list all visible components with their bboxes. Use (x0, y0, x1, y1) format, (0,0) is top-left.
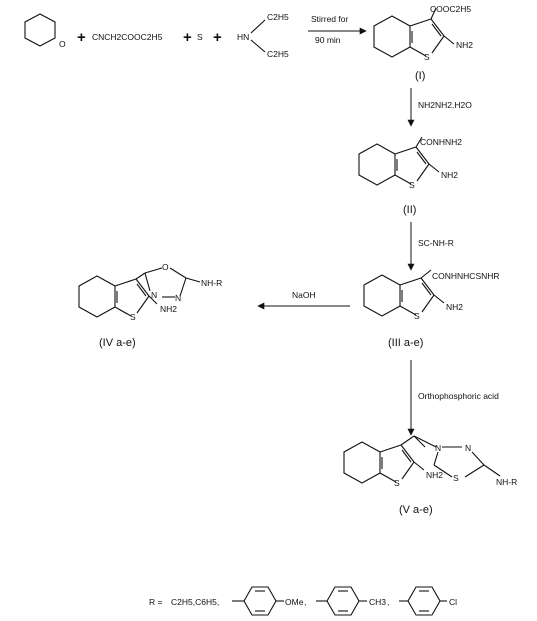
r-group-prefix: R = (149, 597, 163, 607)
compound-II-label: (II) (403, 204, 416, 216)
compound-V-label: (V a-e) (399, 504, 433, 516)
compound-I-amino: NH2 (456, 40, 473, 50)
compound-I-label: (I) (415, 70, 425, 82)
step3-reagent: SC-NH-R (418, 238, 454, 248)
step1-time: 90 min (315, 35, 341, 45)
diethylamine: HN C2H5 C2H5 (237, 12, 289, 59)
compound-III-ring-s: S (414, 311, 420, 321)
compound-V-thiophene-s: S (394, 478, 400, 488)
r-group-substituent: CH3 (369, 597, 386, 607)
compound-II-structure (358, 136, 440, 186)
amine-nh: HN (237, 32, 249, 42)
compound-V-ring-n: N (435, 443, 441, 453)
compound-II-ring-s: S (409, 180, 415, 190)
step2-reagent: NH2NH2.H2O (418, 100, 472, 110)
compound-I-ester: COOC2H5 (430, 4, 471, 14)
r-group-alkyl: C2H5,C6H5, (171, 597, 219, 607)
r-group-separator: , (304, 597, 306, 607)
compound-V-ring-n: N (465, 443, 471, 453)
compound-IV-ring-s: S (130, 312, 136, 322)
compound-V-amino: NH2 (426, 470, 443, 480)
compound-III-structure (363, 269, 445, 317)
plus-sign: + (213, 29, 222, 46)
compound-IV-nh-r: NH-R (201, 278, 222, 288)
tolyl-group (316, 586, 367, 616)
compound-IV-amino: NH2 (160, 304, 177, 314)
thiadiazole-ring (413, 435, 501, 478)
compound-V-ring-s: S (453, 473, 459, 483)
compound-III-side-chain: CONHNHCSNHR (432, 271, 500, 281)
ethyl-group: C2H5 (267, 12, 289, 22)
step4-reagent: NaOH (292, 290, 316, 300)
cyanoacetate-formula: CNCH2COOC2H5 (92, 32, 163, 42)
compound-II-amino: NH2 (441, 170, 458, 180)
compound-I-structure (373, 7, 455, 58)
cyclohexanone: O (24, 13, 66, 49)
compound-IV-ring-n: N (175, 293, 181, 303)
chlorophenyl-group (399, 586, 447, 616)
compound-IV-structure (78, 272, 158, 318)
compound-IV-label: (IV a-e) (99, 337, 136, 349)
methoxyphenyl-group (232, 586, 284, 616)
r-group-separator: , (387, 597, 389, 607)
oxadiazole-ring (144, 267, 201, 298)
sulfur: S (197, 32, 203, 42)
compound-III-label: (III a-e) (388, 337, 423, 349)
r-group-substituent: Cl (449, 597, 457, 607)
compound-V-structure (343, 435, 425, 484)
plus-sign: + (183, 29, 192, 46)
r-group-definitions: R = C2H5,C6H5, OMe , CH3 , Cl (149, 586, 457, 616)
ketone-oxygen: O (59, 39, 66, 49)
compound-III-amino: NH2 (446, 302, 463, 312)
plus-sign: + (77, 29, 86, 46)
compound-V-nh-r: NH-R (496, 477, 517, 487)
step5-reagent: Orthophosphoric acid (418, 391, 499, 401)
compound-IV-ring-n: N (151, 290, 157, 300)
r-group-substituent: OMe (285, 597, 304, 607)
compound-II-hydrazide: CONHNH2 (420, 137, 462, 147)
compound-I-ring-s: S (424, 52, 430, 62)
compound-IV-ring-o: O (162, 262, 169, 272)
ethyl-group: C2H5 (267, 49, 289, 59)
step1-condition: Stirred for (311, 14, 348, 24)
